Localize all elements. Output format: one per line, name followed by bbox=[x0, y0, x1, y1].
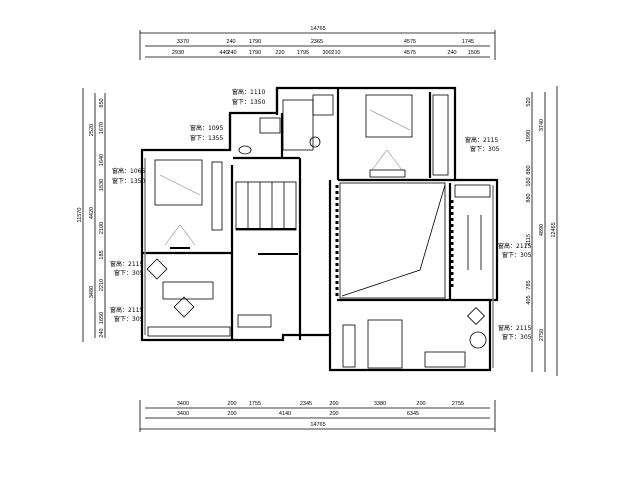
window-height-note: 窗高：2115 bbox=[465, 136, 498, 144]
void-area bbox=[335, 182, 454, 299]
bed-left bbox=[154, 159, 223, 249]
dim-label: 1745 bbox=[462, 39, 474, 45]
dim-left-total: 11570 bbox=[77, 208, 83, 223]
window-sill-note: 窗下：305 bbox=[502, 333, 532, 341]
dim-label: 1990 bbox=[526, 130, 532, 142]
dim-label: 2100 bbox=[99, 222, 105, 234]
dim-label: 240 bbox=[226, 39, 235, 45]
closet bbox=[454, 184, 491, 270]
dim-label: 2930 bbox=[172, 50, 184, 56]
bed-bottom-right bbox=[342, 306, 487, 369]
dim-label: 210 bbox=[331, 50, 340, 56]
window-sill-note: 窗下：305 bbox=[502, 251, 532, 259]
window-height-note: 窗高：2115 bbox=[110, 260, 143, 268]
study bbox=[146, 258, 272, 337]
dim-label: 440 bbox=[219, 50, 228, 56]
dim-label: 1830 bbox=[99, 179, 105, 191]
dim-label: 880 bbox=[526, 165, 532, 174]
dim-label: 4420 bbox=[89, 207, 95, 219]
walls bbox=[140, 86, 499, 372]
dim-label: 405 bbox=[526, 295, 532, 304]
dim-label: 3400 bbox=[177, 411, 189, 417]
left-dimensions: 11570 2520 4420 3480 850 1670 1640 1830 … bbox=[77, 88, 106, 342]
dim-label: 3480 bbox=[89, 286, 95, 298]
dim-label: 240 bbox=[227, 50, 236, 56]
dim-label: 1795 bbox=[297, 50, 309, 56]
dim-label: 1505 bbox=[468, 50, 480, 56]
dim-label: 1640 bbox=[99, 154, 105, 166]
dim-label: 240 bbox=[447, 50, 456, 56]
window-height-note: 窗高：2115 bbox=[498, 324, 531, 332]
dim-label: 1790 bbox=[249, 50, 261, 56]
window-height-note: 窗高：1095 bbox=[190, 124, 223, 132]
dim-label: 2520 bbox=[89, 124, 95, 136]
staircase bbox=[235, 181, 298, 255]
dim-label: 2210 bbox=[99, 279, 105, 291]
dim-label: 2345 bbox=[300, 401, 312, 407]
dim-label: 6345 bbox=[407, 411, 419, 417]
window-notes: 窗高：1110 窗下：1350 窗高：1095 窗下：1355 窗高：1065 … bbox=[110, 88, 532, 341]
dim-label: 1790 bbox=[249, 39, 261, 45]
window-height-note: 窗高：1065 bbox=[112, 167, 145, 175]
dim-label: 3370 bbox=[177, 39, 189, 45]
dim-label: 880 bbox=[526, 193, 532, 202]
dim-label: 4140 bbox=[279, 411, 291, 417]
window-sill-note: 窗下：305 bbox=[114, 315, 144, 323]
window-sill-note: 窗下：1350 bbox=[232, 98, 265, 106]
dim-label: 1755 bbox=[249, 401, 261, 407]
dim-label: 850 bbox=[99, 98, 105, 107]
dim-label: 200 bbox=[329, 411, 338, 417]
window-sill-note: 窗下：1355 bbox=[190, 134, 223, 142]
bathrooms bbox=[238, 94, 334, 155]
window-height-note: 窗高：2115 bbox=[110, 306, 143, 314]
dim-top-total: 14765 bbox=[310, 26, 325, 32]
dim-right-total: 12465 bbox=[551, 222, 557, 237]
dim-label: 2750 bbox=[539, 329, 545, 341]
bottom-dimensions: 3400 200 1755 2345 200 3380 200 2755 340… bbox=[139, 400, 496, 432]
dim-label: 3740 bbox=[539, 119, 545, 131]
window-height-note: 窗高：1110 bbox=[232, 88, 265, 96]
right-dimensions: 12465 3740 4890 2750 520 1990 880 160 88… bbox=[526, 86, 558, 376]
window-sill-note: 窗下：1350 bbox=[112, 177, 145, 185]
dim-label: 3380 bbox=[374, 401, 386, 407]
dim-label: 785 bbox=[526, 280, 532, 289]
dim-label: 160 bbox=[526, 177, 532, 186]
dim-label: 200 bbox=[329, 401, 338, 407]
dim-label: 2115 bbox=[526, 234, 532, 246]
dim-label: 2365 bbox=[311, 39, 323, 45]
window-sill-note: 窗下：305 bbox=[470, 145, 500, 153]
dim-label: 4890 bbox=[539, 224, 545, 236]
dim-label: 520 bbox=[526, 97, 532, 106]
dim-label: 3400 bbox=[177, 401, 189, 407]
dim-label: 200 bbox=[416, 401, 425, 407]
dim-label: 200 bbox=[227, 401, 236, 407]
dim-label: 300 bbox=[322, 50, 331, 56]
dim-label: 185 bbox=[99, 250, 105, 259]
dim-label: 4575 bbox=[404, 50, 416, 56]
dim-label: 220 bbox=[275, 50, 284, 56]
dim-label: 1650 bbox=[99, 312, 105, 324]
dim-label: 200 bbox=[227, 411, 236, 417]
dim-label: 4575 bbox=[404, 39, 416, 45]
top-dimensions: 14765 3370 240 1790 2365 4575 1745 2930 … bbox=[139, 26, 496, 60]
window-height-note: 窗高：2115 bbox=[498, 242, 531, 250]
dim-label: 240 bbox=[99, 328, 105, 337]
dim-bottom-total: 14765 bbox=[310, 422, 325, 428]
dim-label: 2755 bbox=[452, 401, 464, 407]
dim-label: 1670 bbox=[99, 122, 105, 134]
window-sill-note: 窗下：305 bbox=[114, 269, 144, 277]
bed-top-right bbox=[365, 94, 449, 178]
